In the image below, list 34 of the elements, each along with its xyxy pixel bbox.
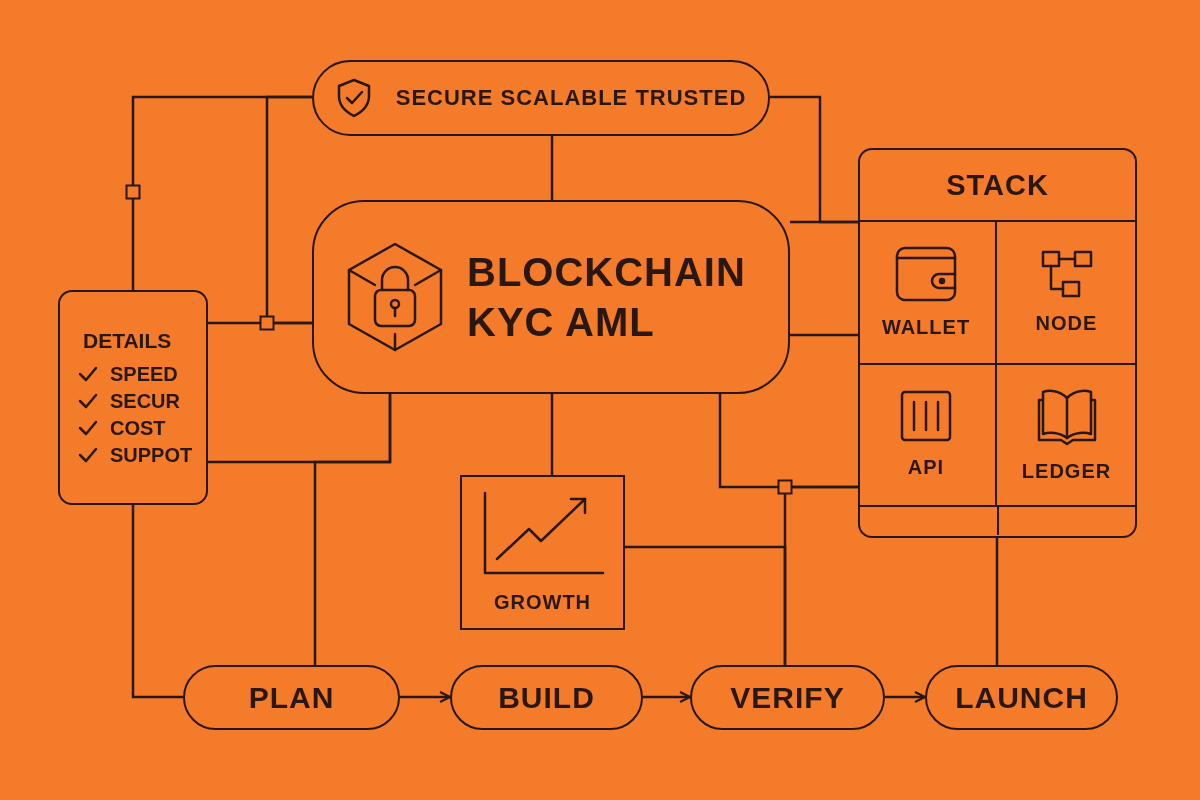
checklist-item: SUPPOT	[110, 443, 193, 467]
connector-line	[265, 95, 312, 325]
step-label: VERIFY	[730, 680, 845, 715]
step-label: BUILD	[498, 680, 595, 715]
checklist-item: SPEED	[110, 362, 178, 386]
checklist-item: COST	[110, 416, 166, 440]
arrow	[885, 690, 927, 704]
card-heading: DETAILS	[83, 328, 172, 353]
connector-line	[550, 136, 554, 200]
step-label: PLAN	[248, 680, 335, 715]
connector-line	[131, 505, 183, 699]
connector-line	[550, 394, 554, 475]
cell-label: API	[907, 456, 945, 479]
checklist-item: SECUR	[110, 389, 180, 413]
title-card	[312, 200, 790, 394]
cell-label: WALLET	[881, 315, 971, 339]
arrow	[643, 690, 692, 704]
panel-heading: STACK	[946, 168, 1049, 202]
details-card	[58, 290, 208, 505]
cell-label: LEDGER	[1021, 460, 1112, 483]
stack-cell	[857, 362, 997, 505]
connector-line	[625, 545, 787, 665]
card-label: GROWTH	[493, 591, 592, 614]
connector-line	[313, 394, 392, 665]
stack-panel	[858, 148, 1137, 538]
arrow	[400, 690, 452, 704]
connector-line	[995, 538, 999, 665]
connector-line	[790, 220, 858, 224]
cell-label: NODE	[1035, 311, 1098, 335]
growth-card	[460, 475, 625, 630]
tagline-text: SECURE SCALABLE TRUSTED	[395, 85, 747, 111]
step-label: LAUNCH	[955, 680, 1088, 715]
title-text: BLOCKCHAIN KYC AML	[467, 249, 747, 346]
connector-line	[790, 333, 858, 337]
